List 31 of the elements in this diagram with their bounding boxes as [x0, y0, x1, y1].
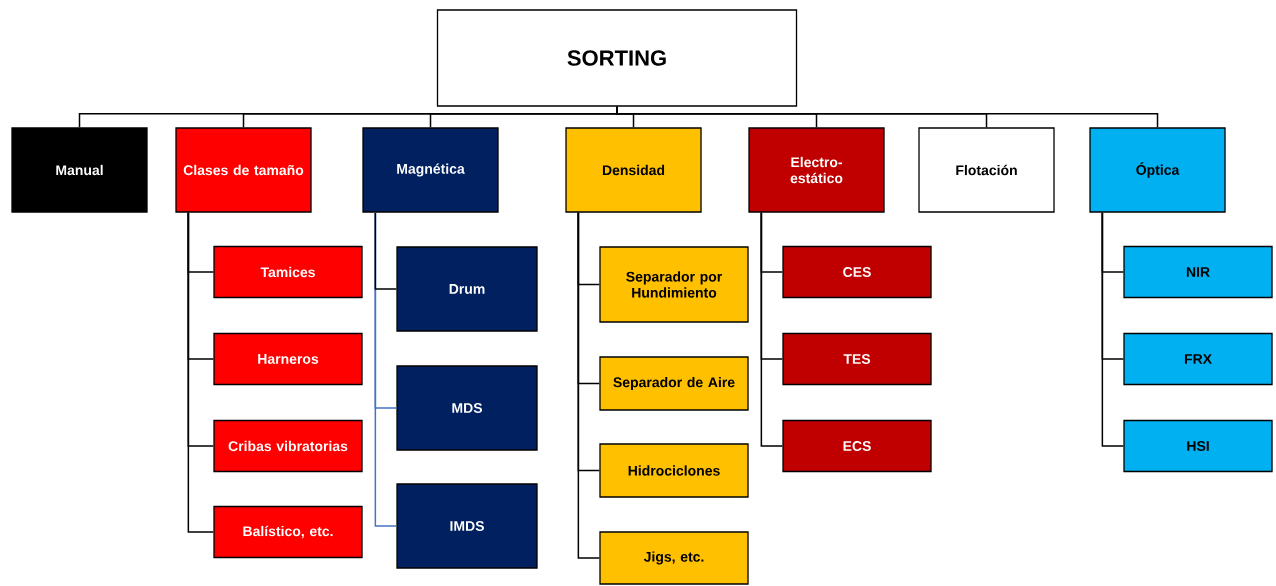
category-box: Densidad [565, 127, 702, 213]
method-box: TES [782, 332, 932, 386]
category-box: Clases de tamaño [175, 127, 312, 213]
method-box: CES [782, 245, 932, 299]
method-box: Separador por Hundimiento [599, 246, 749, 323]
title-box: SORTING [436, 9, 798, 107]
method-box: Balístico, etc. [213, 505, 363, 559]
connector-line [374, 211, 398, 290]
method-box: Cribas vibratorias [213, 419, 363, 473]
method-box: HSI [1123, 419, 1273, 473]
method-box: Drum [396, 246, 538, 332]
method-box: Tamices [213, 245, 363, 299]
connector-line [616, 105, 1159, 129]
category-box: Óptica [1089, 127, 1226, 213]
method-box: MDS [396, 365, 538, 451]
method-box: Harneros [213, 332, 363, 386]
category-box: Magnética [362, 127, 499, 213]
method-box: FRX [1123, 332, 1273, 386]
category-box: Electro-estático [748, 127, 885, 213]
method-box: Separador de Aire [599, 356, 749, 411]
method-box: IMDS [396, 483, 538, 569]
connector-line [187, 211, 215, 533]
method-box: Jigs, etc. [599, 531, 749, 585]
category-box: Manual [11, 127, 148, 213]
method-box: ECS [782, 419, 932, 473]
method-box: Hidrociclones [599, 443, 749, 498]
category-box: Flotación [918, 127, 1055, 213]
method-box: NIR [1123, 245, 1273, 299]
connector-line [1101, 211, 1125, 447]
connector-line [577, 211, 601, 559]
connector-line [760, 211, 784, 447]
